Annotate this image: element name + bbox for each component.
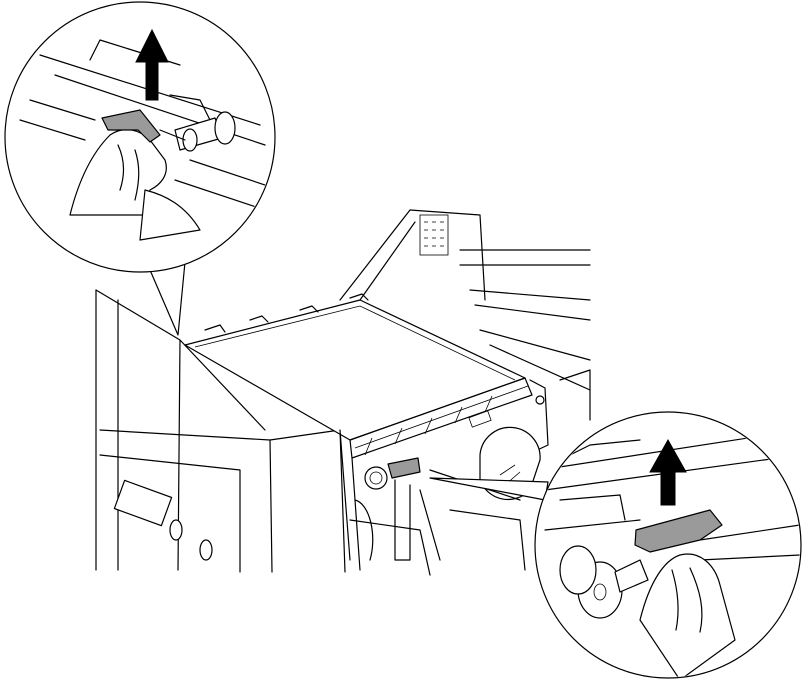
zoom-callout-upper (4, 1, 276, 336)
up-arrow-icon (135, 28, 169, 101)
hand (639, 553, 736, 677)
roller-end (214, 111, 236, 145)
belt-knob (364, 466, 388, 490)
release-lever (387, 457, 421, 479)
panel-button (169, 519, 183, 541)
display-panel (113, 479, 173, 527)
panel-button (199, 539, 213, 561)
hand (69, 128, 167, 216)
transfer-belt (184, 299, 526, 441)
release-lever-zoom (634, 509, 723, 553)
callout-pointer (149, 261, 186, 336)
front-lever-area (354, 426, 541, 571)
up-arrow-icon (649, 438, 687, 506)
roller-shaft (614, 559, 649, 593)
printer-interior (409, 209, 591, 421)
zoom-callout-lower (429, 411, 802, 679)
release-lever-zoom (101, 109, 161, 143)
callout-pointer (429, 477, 549, 501)
transfer-unit (184, 209, 549, 576)
